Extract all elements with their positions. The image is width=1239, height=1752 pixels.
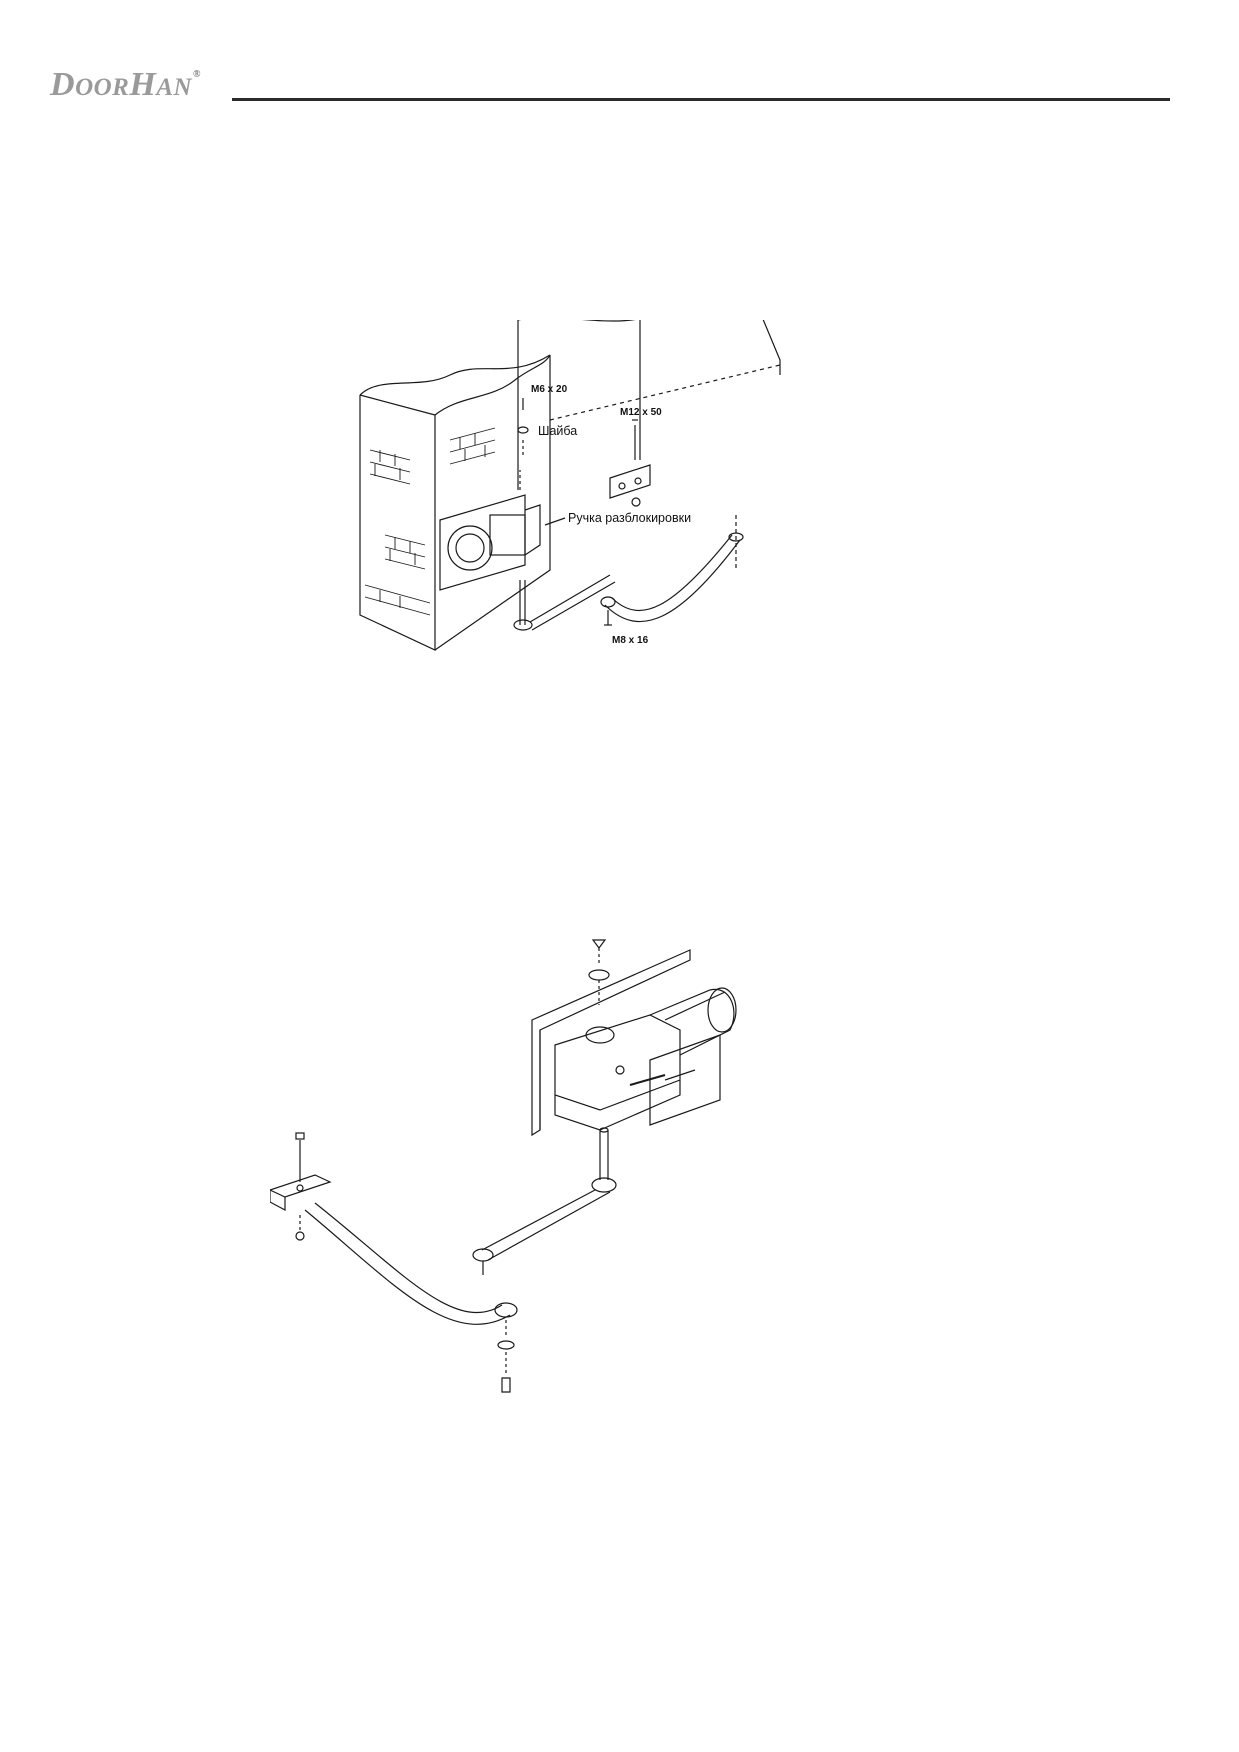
label-m8x16: M8 x 16 bbox=[612, 635, 649, 646]
operator-arms bbox=[513, 515, 744, 631]
logo-letter-d: D bbox=[50, 66, 76, 103]
control-board bbox=[629, 1034, 721, 1126]
label-release-handle: Ручка разблокировки bbox=[568, 511, 691, 525]
doorhan-logo: DOORHAN® bbox=[50, 66, 202, 104]
header-rule bbox=[232, 98, 1170, 101]
fasteners bbox=[517, 398, 529, 455]
operator-exploded-drawing bbox=[268, 939, 737, 1393]
output-shaft bbox=[599, 1127, 609, 1180]
logo-letters-oor: OOR bbox=[75, 74, 130, 101]
operator-unit bbox=[439, 470, 541, 591]
gearbox bbox=[554, 1014, 681, 1131]
operator-base-plate bbox=[531, 949, 691, 1137]
straight-arm bbox=[472, 1177, 617, 1275]
figure-wall-installation: M6 x 20 Шайба M12 x 50 Ручка разблокиров… bbox=[340, 301, 900, 740]
release-handle-leader bbox=[544, 517, 566, 526]
label-m6x20: M6 x 20 bbox=[531, 384, 568, 395]
gate-bracket bbox=[609, 419, 651, 507]
gate-leaf bbox=[517, 301, 781, 490]
label-m12x50: M12 x 50 bbox=[620, 407, 662, 418]
bottom-screw bbox=[497, 1320, 515, 1393]
logo-letters-an: AN bbox=[156, 74, 193, 101]
top-screw bbox=[588, 939, 610, 1005]
wall-installation-drawing: M6 x 20 Шайба M12 x 50 Ручка разблокиров… bbox=[359, 301, 781, 651]
curved-arm bbox=[304, 1202, 518, 1325]
logo-letter-h: H bbox=[129, 66, 157, 103]
label-washer: Шайба bbox=[538, 424, 577, 438]
gate-bracket bbox=[268, 1132, 332, 1241]
page-header: DOORHAN® bbox=[50, 60, 1170, 110]
motor bbox=[649, 987, 737, 1056]
brick-pillar bbox=[359, 354, 551, 651]
logo-registered-mark: ® bbox=[193, 69, 202, 80]
figure-operator-exploded bbox=[268, 920, 870, 1460]
